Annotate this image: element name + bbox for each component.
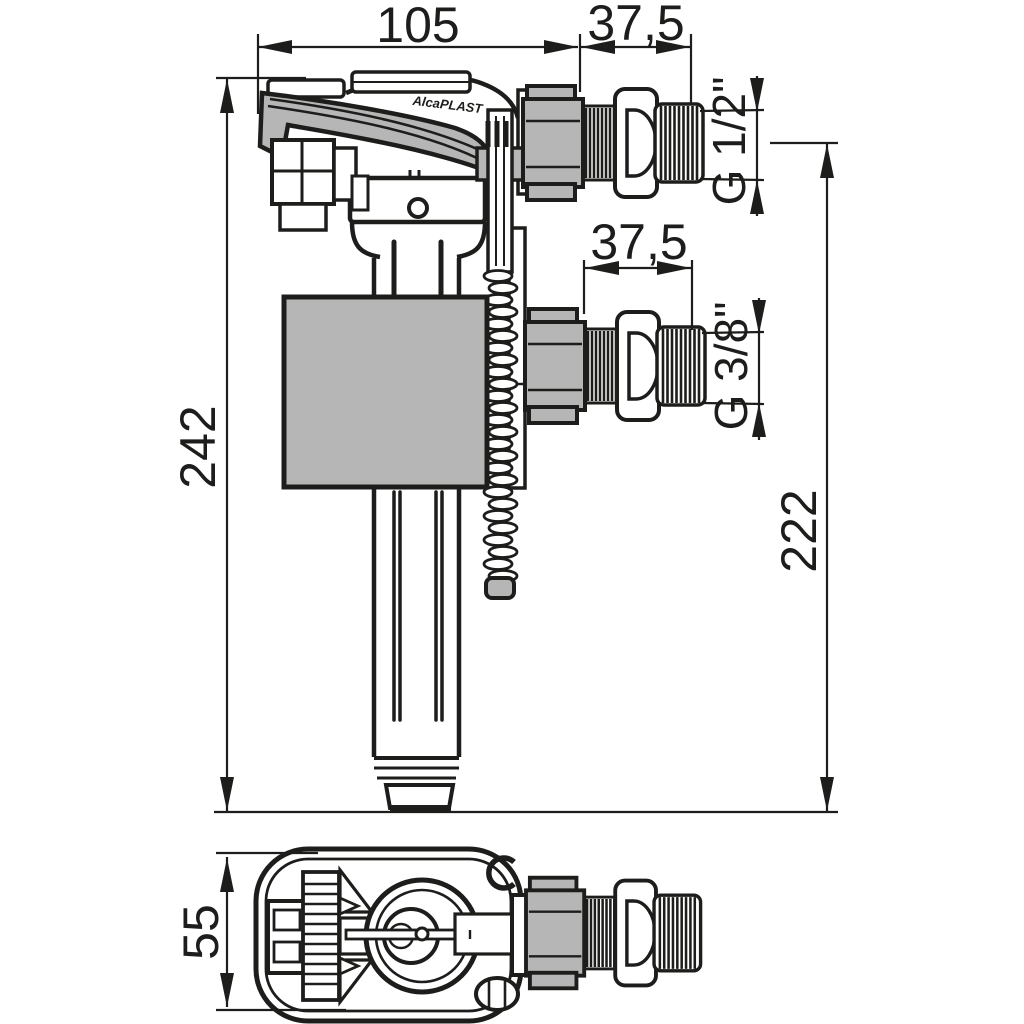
bottom-view: 55 — [173, 846, 703, 1024]
head-screw — [407, 197, 429, 219]
bottom-inlet-shank — [523, 307, 707, 425]
lever-hinge-clamp — [270, 138, 370, 232]
dim-label-242: 242 — [170, 405, 226, 488]
dim-overall-width: 105 — [256, 0, 582, 114]
rod-end-cap — [484, 576, 516, 600]
float-cup — [281, 294, 490, 490]
dim-label-g12: G 1/2" — [703, 77, 755, 206]
dim-label-g38: G 3/8" — [705, 302, 757, 431]
dim-inlet-axis-height: 222 — [770, 141, 838, 811]
dim-body-depth: 55 — [173, 851, 346, 1012]
dim-bottom-shank-length: 37,5 — [582, 214, 694, 330]
float-lever: AlcaPLAST — [257, 70, 521, 176]
side-view: AlcaPLAST — [257, 70, 707, 813]
dimension-annotations: 105 37,5 G 1/2" 37,5 — [170, 0, 838, 814]
top-inlet-shank — [521, 84, 705, 202]
ratchet-gear — [301, 865, 376, 1007]
thumbwheel — [474, 976, 520, 1012]
dim-top-shank-length: 37,5 — [581, 0, 693, 104]
dim-label-375-bottom: 37,5 — [590, 214, 687, 270]
bottom-view-shank — [524, 875, 703, 991]
dim-bottom-thread: G 3/8" — [701, 298, 766, 440]
dim-label-222: 222 — [771, 489, 827, 572]
dim-overall-height: 242 — [170, 76, 838, 814]
hook-clip — [486, 855, 516, 891]
valve-foot — [383, 783, 456, 810]
valve-head — [347, 170, 488, 297]
dim-label-105: 105 — [376, 0, 459, 53]
brand-logo: AlcaPLAST — [411, 93, 484, 117]
dim-label-375-top: 37,5 — [587, 0, 684, 51]
dim-top-thread: G 1/2" — [699, 76, 765, 216]
dim-label-55: 55 — [173, 904, 229, 960]
